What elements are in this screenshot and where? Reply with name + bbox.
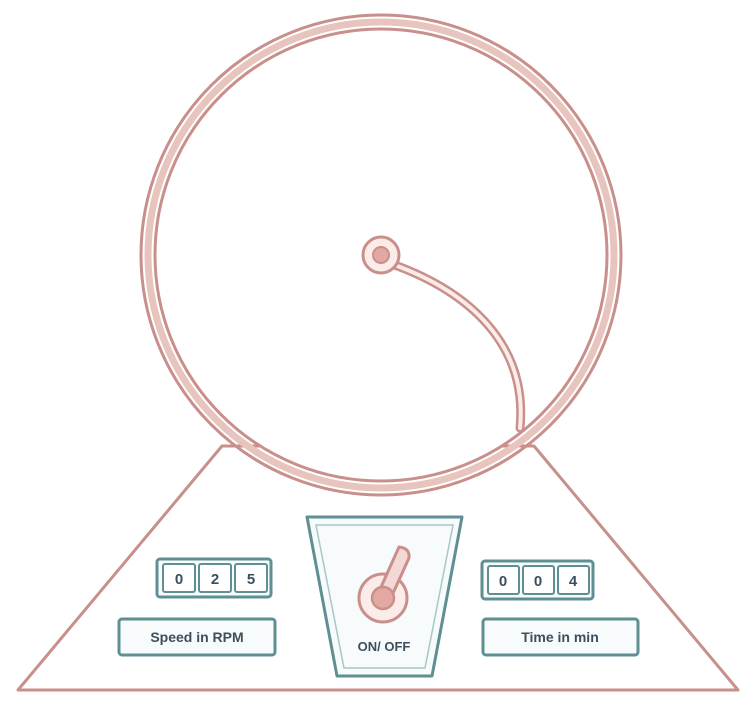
time-label: Time in min [521, 629, 599, 645]
time-digit: 0 [534, 573, 542, 590]
speed-digit: 5 [247, 571, 255, 588]
time-digit: 4 [569, 573, 578, 590]
speed-digit: 2 [211, 571, 219, 588]
speed-label: Speed in RPM [150, 629, 243, 645]
on-off-label: ON/ OFF [358, 639, 411, 654]
rotor-hub [363, 237, 399, 273]
time-digit: 0 [499, 573, 507, 590]
speed-digit: 0 [175, 571, 183, 588]
